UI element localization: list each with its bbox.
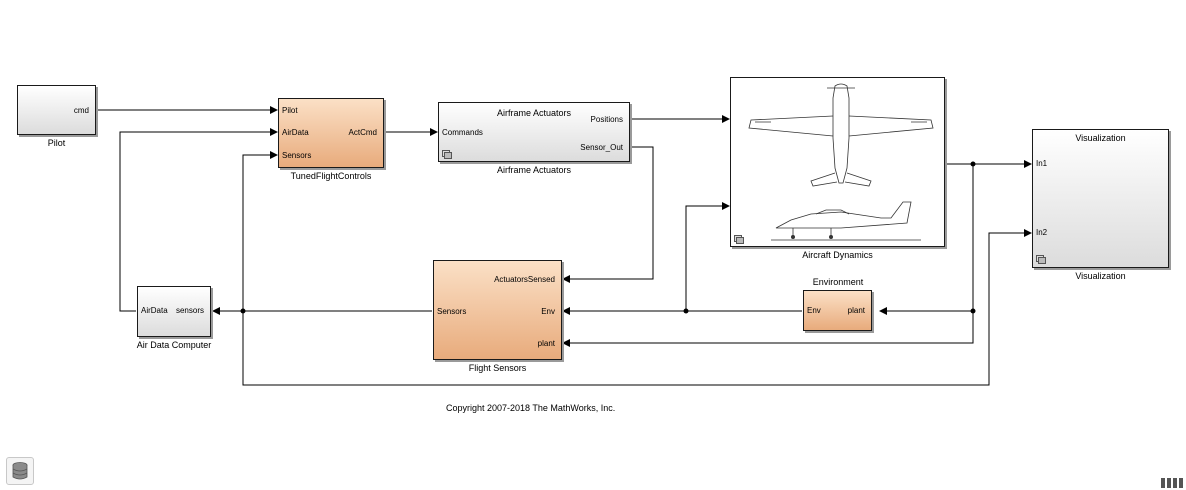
port-pilot: Pilot xyxy=(282,106,298,115)
environment-block[interactable]: Env plant xyxy=(803,290,872,331)
subsystem-icon xyxy=(442,150,452,159)
port-in1: In1 xyxy=(1036,159,1048,168)
airframe-actuators-block[interactable]: Airframe Actuators Commands Positions Se… xyxy=(438,102,630,162)
junction-env xyxy=(683,308,689,314)
port-plant-in: plant xyxy=(847,306,865,315)
wire-sensors-viz xyxy=(242,229,1032,386)
port-in2: In2 xyxy=(1036,228,1048,237)
port-env-out: Env xyxy=(807,306,821,315)
visualization-title: Visualization xyxy=(1075,133,1126,143)
aircraft-dynamics-block[interactable] xyxy=(730,77,945,247)
junction-sensors-bus xyxy=(240,308,246,314)
wire-sensors-tfc xyxy=(242,151,278,311)
environment-label: Environment xyxy=(812,277,864,287)
port-cmd: cmd xyxy=(73,106,89,115)
resize-grip-icon[interactable] xyxy=(1160,477,1184,489)
pilot-block[interactable]: cmd xyxy=(17,85,96,135)
flight-sensors-label: Flight Sensors xyxy=(468,363,527,373)
subsystem-icon xyxy=(734,235,744,244)
copyright-text: Copyright 2007-2018 The MathWorks, Inc. xyxy=(446,403,616,413)
wire-airdata xyxy=(119,128,278,312)
port-airdata-in: AirData xyxy=(141,306,168,315)
port-positions: Positions xyxy=(590,115,623,124)
air-data-computer-block[interactable]: AirData sensors xyxy=(137,286,211,337)
airframe-actuators-label: Airframe Actuators xyxy=(496,165,572,175)
tuned-flight-controls-label: TunedFlightControls xyxy=(290,171,372,181)
junction-aircraft-out xyxy=(970,161,976,167)
wire-sensor-out xyxy=(562,146,654,283)
port-sensors-out: sensors xyxy=(175,306,204,315)
tuned-flight-controls-block[interactable]: Pilot AirData Sensors ActCmd xyxy=(278,98,384,168)
port-commands: Commands xyxy=(442,128,483,137)
air-data-computer-label: Air Data Computer xyxy=(136,340,212,350)
port-actcmd: ActCmd xyxy=(348,128,377,137)
visualization-block[interactable]: Visualization In1 In2 xyxy=(1032,129,1169,268)
aircraft-dynamics-label: Aircraft Dynamics xyxy=(802,250,873,260)
port-actuators-sensed: ActuatorsSensed xyxy=(494,275,555,284)
flight-sensors-block[interactable]: ActuatorsSensed Env plant Sensors xyxy=(433,260,562,360)
wire-aircraft-plant xyxy=(562,311,974,347)
subsystem-icon xyxy=(1036,255,1046,264)
database-icon xyxy=(12,462,28,480)
pilot-label: Pilot xyxy=(47,138,66,148)
airframe-actuators-title: Airframe Actuators xyxy=(496,108,572,118)
model-browser-button[interactable] xyxy=(6,457,34,485)
port-plant: plant xyxy=(537,339,555,348)
port-airdata: AirData xyxy=(282,128,309,137)
port-sensors-fs: Sensors xyxy=(437,307,467,316)
visualization-label: Visualization xyxy=(1075,271,1126,281)
wire-env-aircraft xyxy=(685,202,730,311)
junction-aircraft-out-2 xyxy=(970,308,976,314)
port-sensors: Sensors xyxy=(282,151,312,160)
port-sensor-out: Sensor_Out xyxy=(580,143,623,152)
airplane-icon xyxy=(748,83,934,241)
port-env: Env xyxy=(541,307,555,316)
